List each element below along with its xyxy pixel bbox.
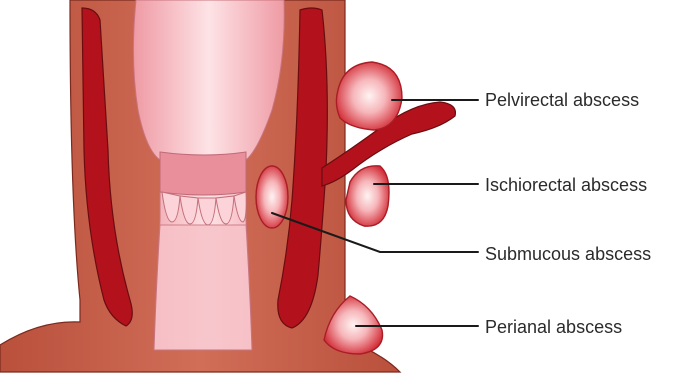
dentate-line	[160, 152, 246, 195]
submucous-abscess-label: Submucous abscess	[485, 245, 651, 263]
anal-canal	[154, 225, 252, 350]
ischiorectal-abscess-label: Ischiorectal abscess	[485, 176, 647, 194]
pelvirectal-abscess	[336, 62, 402, 130]
submucous-abscess	[256, 166, 288, 228]
perianal-abscess-label: Perianal abscess	[485, 318, 622, 336]
ischiorectal-abscess	[346, 166, 389, 226]
pelvirectal-abscess-label: Pelvirectal abscess	[485, 91, 639, 109]
